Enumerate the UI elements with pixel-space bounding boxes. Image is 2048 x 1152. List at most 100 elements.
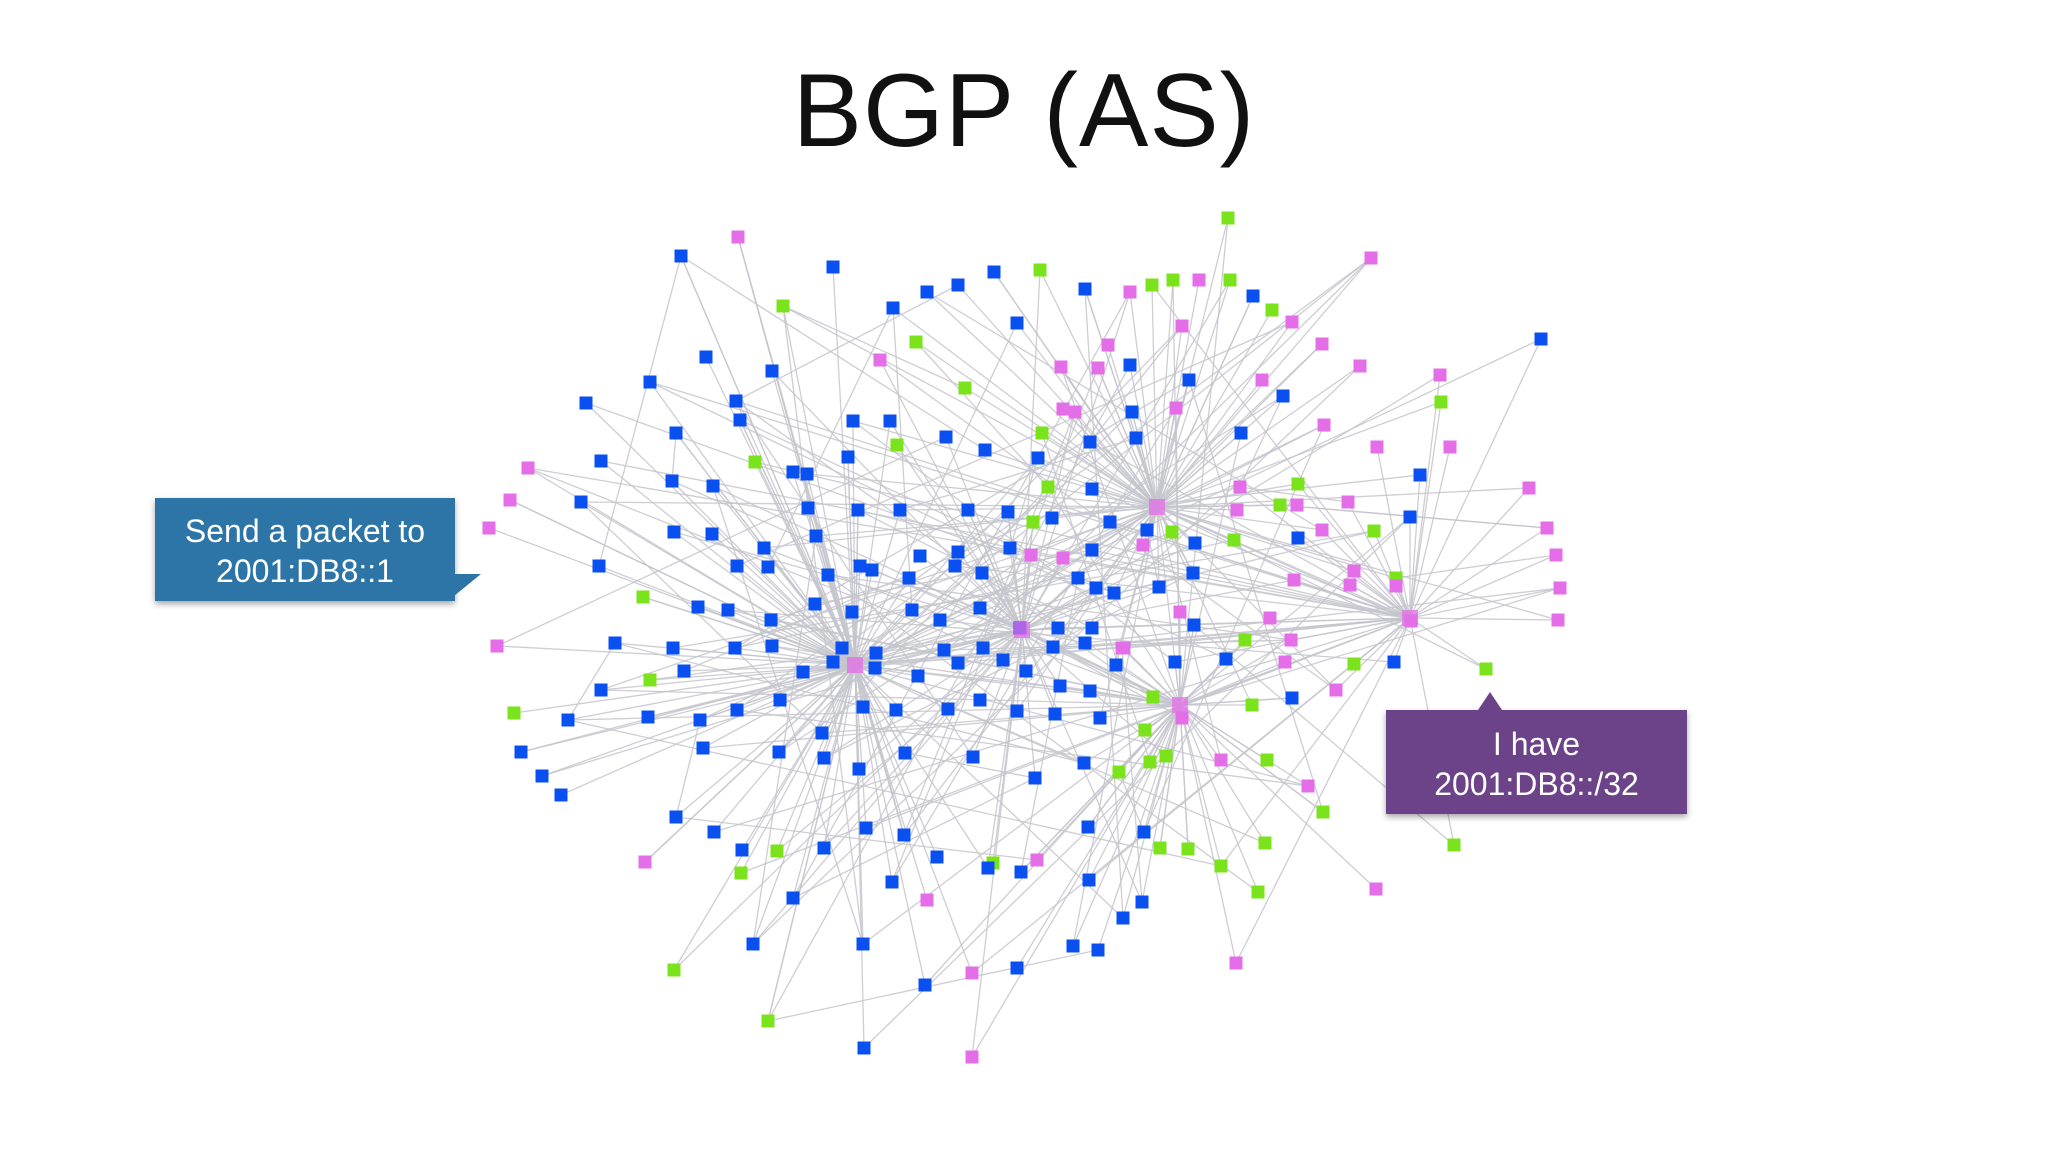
as-node-blue: [930, 850, 944, 864]
as-node-pink: [1091, 361, 1105, 375]
graph-edge: [1113, 506, 1158, 594]
as-node-blue: [730, 703, 744, 717]
graph-edge: [649, 629, 1023, 681]
graph-edge: [776, 664, 856, 852]
graph-edge: [1129, 291, 1158, 508]
as-node-blue: [976, 641, 990, 655]
as-node-pink: [1553, 581, 1567, 595]
as-node-blue: [757, 541, 771, 555]
as-node-blue: [920, 285, 934, 299]
as-node-blue: [1403, 510, 1417, 524]
graph-edge: [841, 257, 1372, 649]
graph-edge: [1409, 474, 1421, 619]
as-node-blue: [1085, 482, 1099, 496]
as-node-pink: [1263, 611, 1277, 625]
as-node-green: [1138, 723, 1152, 737]
as-node-blue: [941, 702, 955, 716]
as-node-blue: [1010, 316, 1024, 330]
graph-edge: [1047, 486, 1158, 508]
graph-edge: [675, 719, 701, 818]
as-node-pink: [1522, 481, 1536, 495]
as-hub-node: [1172, 697, 1188, 713]
as-node-blue: [594, 454, 608, 468]
graph-edge: [1156, 309, 1273, 508]
graph-edge: [567, 704, 1181, 721]
as-node-green: [507, 706, 521, 720]
graph-edge: [892, 307, 913, 611]
graph-edge: [1179, 704, 1377, 890]
as-node-blue: [821, 568, 835, 582]
graph-edge: [767, 949, 1099, 1022]
graph-edge: [675, 664, 856, 818]
as-node-blue: [1078, 636, 1092, 650]
as-node-blue: [1089, 581, 1103, 595]
graph-edge: [1156, 407, 1177, 508]
graph-edge: [957, 551, 1023, 631]
as-node-blue: [677, 664, 691, 678]
graph-edge: [1321, 529, 1411, 619]
as-node-blue: [1010, 961, 1024, 975]
graph-edge: [1009, 457, 1039, 549]
graph-edge: [1089, 325, 1183, 443]
as-node-blue: [707, 825, 721, 839]
graph-edge: [1141, 704, 1181, 903]
as-node-blue: [1219, 652, 1233, 666]
graph-edge: [1179, 639, 1246, 706]
graph-edge: [1220, 617, 1411, 867]
graph-edge: [827, 574, 1259, 893]
as-node-blue: [1125, 405, 1139, 419]
graph-edge: [600, 689, 1181, 706]
as-node-green: [1273, 498, 1287, 512]
graph-edge: [600, 664, 856, 691]
as-node-pink: [873, 353, 887, 367]
graph-edge: [806, 473, 1158, 508]
graph-edge: [735, 284, 959, 402]
as-node-blue: [1123, 358, 1137, 372]
as-node-pink: [1175, 711, 1189, 725]
graph-edge: [752, 664, 856, 945]
as-hub-node: [1014, 622, 1030, 638]
graph-edge: [915, 341, 1158, 508]
as-node-blue: [691, 600, 705, 614]
graph-edge: [1156, 401, 1442, 508]
graph-edge: [1156, 506, 1337, 691]
as-node-green: [1145, 278, 1159, 292]
graph-edge: [1179, 704, 1259, 893]
as-node-green: [1035, 426, 1049, 440]
graph-edge: [1016, 704, 1181, 969]
as-node-pink: [1068, 405, 1082, 419]
as-node-pink: [1056, 551, 1070, 565]
as-node-blue: [594, 683, 608, 697]
send-packet-callout: Send a packet to 2001:DB8::1: [155, 498, 481, 601]
as-node-pink: [1389, 579, 1403, 593]
as-node-blue: [1085, 621, 1099, 635]
as-node-blue: [951, 656, 965, 670]
as-node-blue: [893, 503, 907, 517]
as-node-pink: [1341, 495, 1355, 509]
graph-edge: [1156, 343, 1323, 508]
graph-edge: [854, 664, 989, 869]
as-node-blue: [868, 661, 882, 675]
graph-edge: [1156, 506, 1487, 670]
as-node-pink: [1136, 538, 1150, 552]
as-node-blue: [883, 414, 897, 428]
as-node-pink: [1551, 613, 1565, 627]
graph-edge: [598, 255, 682, 567]
as-node-blue: [973, 601, 987, 615]
graph-edge: [1156, 321, 1293, 508]
as-node-green: [1316, 805, 1330, 819]
as-node-pink: [965, 966, 979, 980]
graph-edge: [854, 587, 1097, 666]
graph-edge: [915, 341, 1049, 488]
graph-edge: [763, 474, 1421, 549]
graph-edge: [1395, 554, 1557, 579]
as-node-pink: [920, 893, 934, 907]
as-node-pink: [1115, 641, 1129, 655]
graph-edge: [1409, 401, 1442, 619]
as-node-blue: [1014, 865, 1028, 879]
as-node-green: [1026, 515, 1040, 529]
as-node-blue: [1107, 586, 1121, 600]
as-node-blue: [981, 861, 995, 875]
graph-edge: [1409, 338, 1542, 619]
graph-edge: [904, 752, 1036, 779]
